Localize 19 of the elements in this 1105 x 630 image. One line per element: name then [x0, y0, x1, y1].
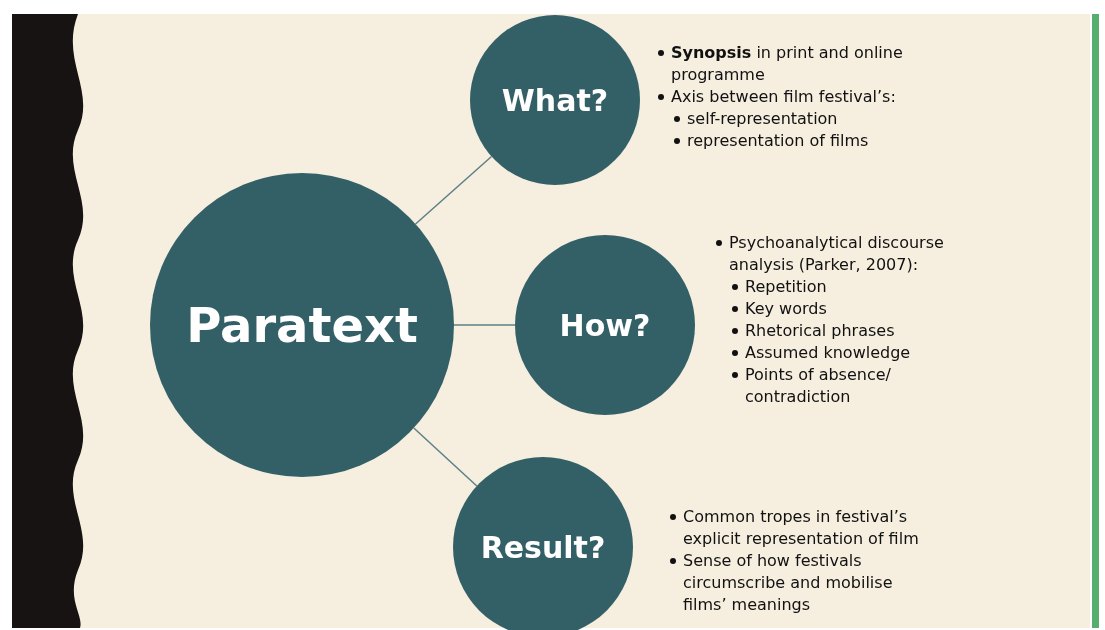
bullet-text: Key words: [745, 298, 828, 320]
connector-line: [413, 427, 478, 487]
node-label: Paratext: [186, 297, 418, 353]
bullet-text: Rhetorical phrases: [745, 320, 896, 342]
bullet-text: Synopsis in print and online programme: [671, 42, 904, 86]
bullet-text: Points of absence/ contradiction: [745, 364, 892, 408]
bullet-text: Sense of how festivals circumscribe and mobilise films’ meanings: [683, 550, 894, 616]
bullet-text: self-representation: [687, 108, 839, 130]
bullet-text: Axis between film festival’s:: [671, 86, 897, 108]
bullet-text: Psychoanalytical discourse analysis (Parker, 2007):: [729, 232, 945, 276]
bullet-text: Assumed knowledge: [745, 342, 912, 364]
bullet-text: Repetition: [745, 276, 828, 298]
node-label: Result?: [480, 529, 606, 565]
bullet-text: representation of films: [687, 130, 870, 152]
node-label: How?: [559, 307, 651, 343]
connector-line: [453, 324, 516, 326]
bullet-text: Common tropes in festival’s explicit representation of film: [683, 506, 920, 550]
connector-line: [414, 155, 493, 225]
node-label: What?: [501, 82, 609, 118]
